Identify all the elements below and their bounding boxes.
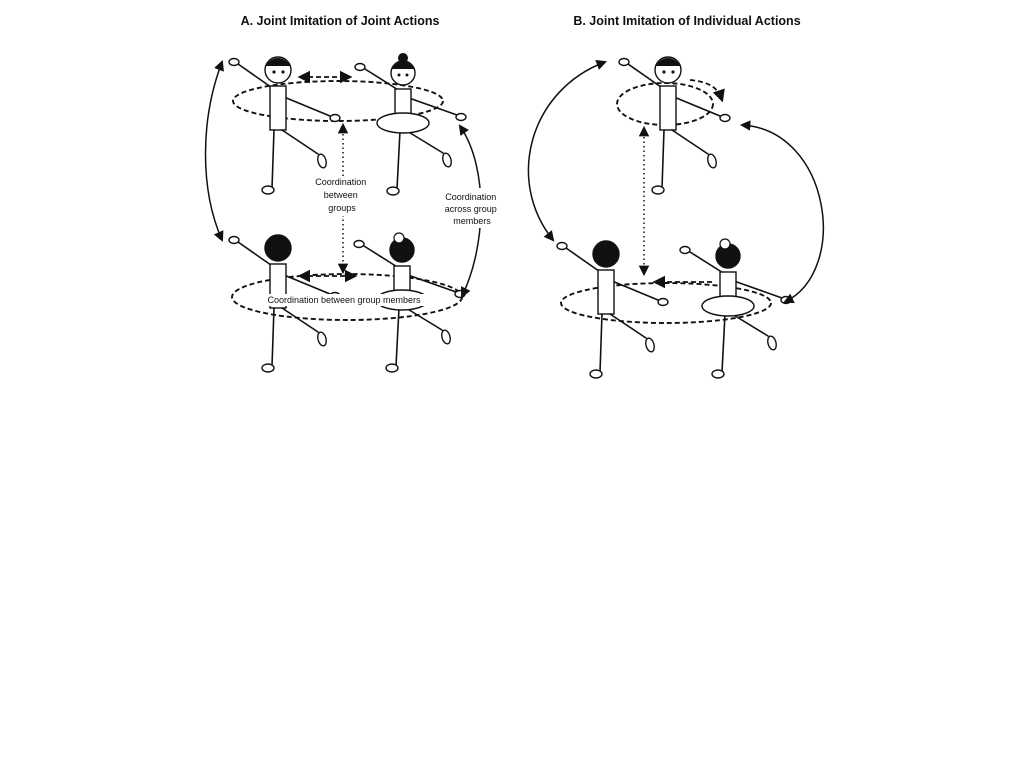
arrow-left-curve bbox=[204, 60, 224, 242]
panel-b-title: B. Joint Imitation of Individual Actions bbox=[573, 14, 800, 28]
label-between-groups: Coordination between groups bbox=[315, 177, 369, 213]
label-between-members: Coordination between group members bbox=[267, 295, 421, 305]
group-b-bottom-ellipse bbox=[560, 282, 772, 324]
arrow-right-curve-b bbox=[739, 120, 825, 303]
label-across-members: Coordination across group members bbox=[445, 192, 500, 226]
panel-b: B. Joint Imitation of Individual Actions bbox=[527, 14, 825, 379]
dancer-boy-white-hair-icon bbox=[618, 56, 731, 195]
panel-a-title: A. Joint Imitation of Joint Actions bbox=[241, 14, 440, 28]
arrow-left-curve-b bbox=[527, 60, 607, 242]
dancer-girl-black-head-icon bbox=[679, 238, 792, 379]
dancer-girl-black-head-icon bbox=[353, 232, 466, 373]
panel-a: A. Joint Imitation of Joint Actions bbox=[204, 14, 504, 373]
arrow-top-individual bbox=[689, 79, 725, 103]
dancer-boy-white-hair-icon bbox=[228, 56, 341, 195]
dancer-girl-tutu-icon bbox=[354, 53, 467, 196]
dancer-boy-black-head-icon bbox=[228, 234, 341, 373]
dancer-boy-black-head-icon bbox=[556, 240, 669, 379]
